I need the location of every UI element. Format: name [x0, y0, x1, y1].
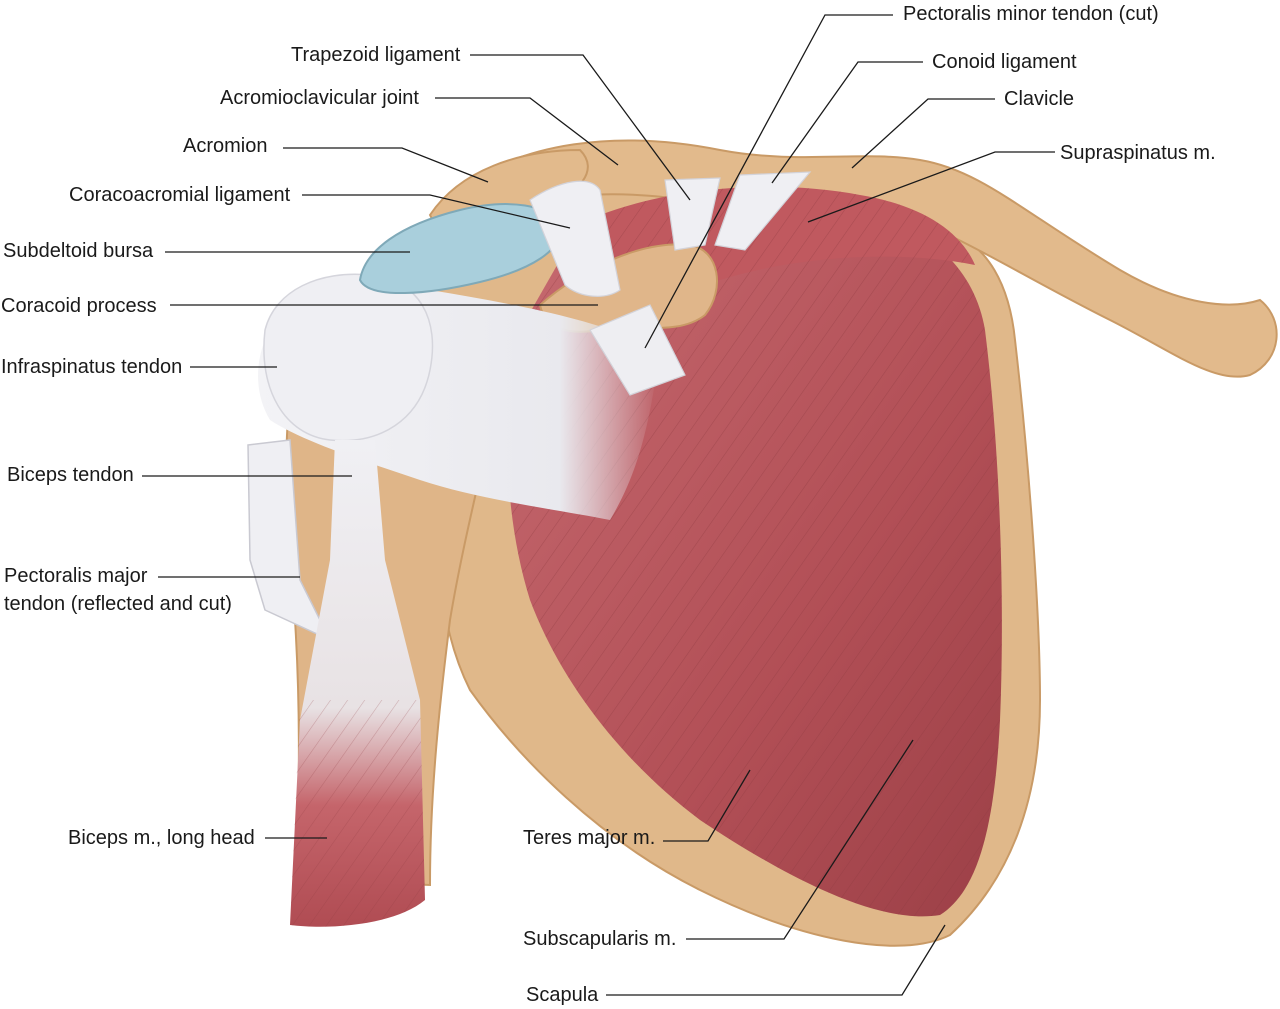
pectoralis-minor-tendon: [589, 304, 686, 396]
label-acromioclavicular-joint: Acromioclavicular joint: [220, 87, 419, 109]
label-infraspinatus-tendon: Infraspinatus tendon: [1, 356, 183, 378]
label-supraspinatus: Supraspinatus m.: [1060, 142, 1216, 164]
leader-teres-major: [663, 769, 751, 842]
label-pectoralis-minor-tendon: Pectoralis minor tendon (cut): [903, 3, 1159, 25]
leader-supraspinatus: [807, 151, 1055, 223]
label-subscapularis: Subscapularis m.: [523, 928, 677, 950]
conoid-ligament: [714, 171, 812, 251]
leader-scapula: [606, 924, 946, 996]
leader-trapezoid: [470, 54, 691, 201]
label-coracoacromial-ligament: Coracoacromial ligament: [69, 184, 291, 206]
leader-acromion: [283, 147, 489, 183]
leader-subscapularis: [686, 739, 914, 940]
label-acromion: Acromion: [183, 135, 268, 157]
leader-coracoacromial: [302, 194, 571, 229]
label-biceps-tendon: Biceps tendon: [7, 464, 134, 486]
coracoacromial-ligament: [529, 180, 621, 297]
label-scapula: Scapula: [526, 984, 599, 1006]
label-conoid-ligament: Conoid ligament: [932, 51, 1077, 73]
humeral-head: [263, 273, 434, 442]
label-biceps-long-head: Biceps m., long head: [68, 827, 255, 849]
label-coracoid-process: Coracoid process: [1, 295, 157, 317]
leader-lines: [142, 14, 1055, 996]
leader-acromioclavicular: [435, 97, 619, 166]
leader-conoid: [771, 61, 923, 184]
label-teres-major: Teres major m.: [523, 827, 656, 849]
label-subdeltoid-bursa: Subdeltoid bursa: [3, 240, 154, 262]
leader-clavicle: [851, 98, 995, 169]
label-trapezoid-ligament: Trapezoid ligament: [291, 44, 461, 66]
label-pectoralis-major-line2: tendon (reflected and cut): [4, 593, 232, 615]
label-pectoralis-major-line1: Pectoralis major: [4, 565, 148, 587]
leader-pectoralis-minor: [644, 14, 893, 349]
trapezoid-ligament: [664, 177, 721, 251]
label-clavicle: Clavicle: [1004, 88, 1075, 110]
